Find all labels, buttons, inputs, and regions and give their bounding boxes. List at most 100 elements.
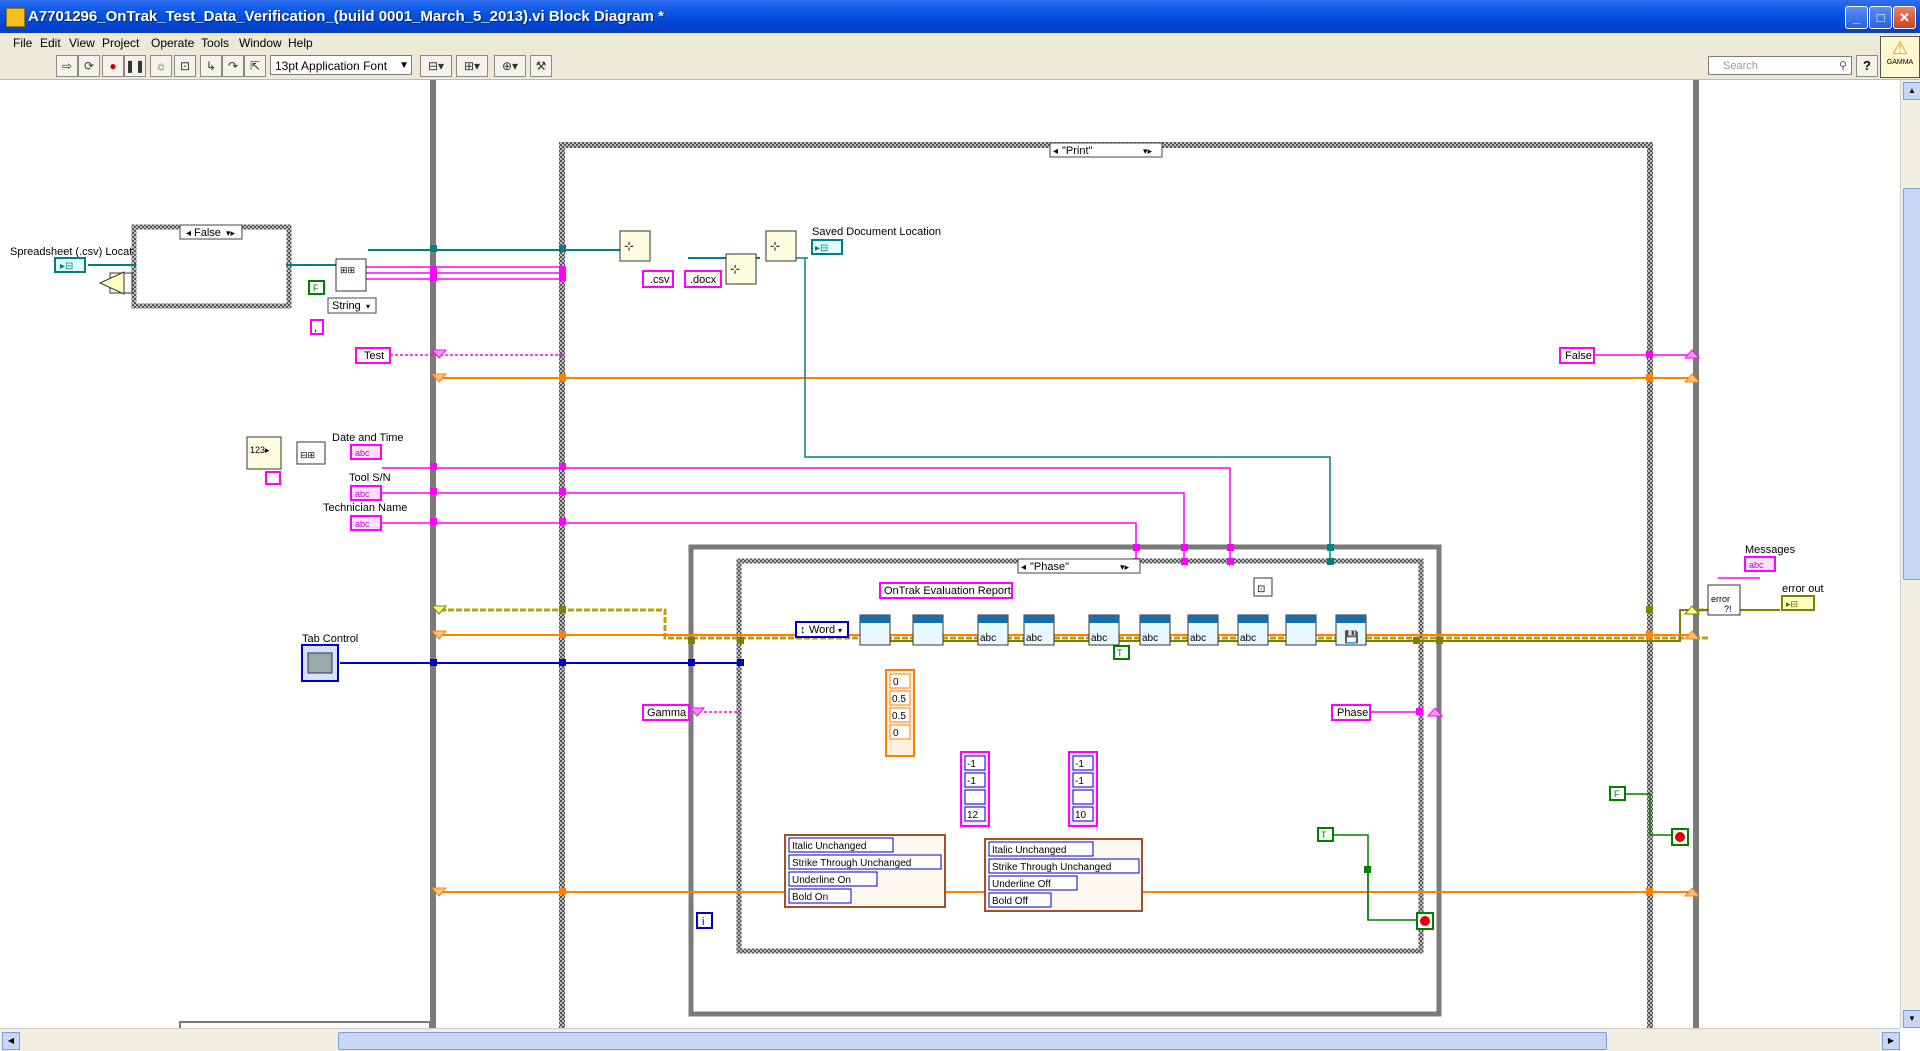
stop-icon-outer[interactable] (1671, 828, 1689, 846)
shift-registers[interactable] (430, 349, 1701, 897)
bool-false-constant-left[interactable]: F (308, 280, 325, 295)
bool-false-constant-right[interactable]: F (1609, 786, 1626, 801)
block-diagram-canvas[interactable]: ◂ False ▾▸ ◂ "Print" ▾▸ ◂ "Phase" ▾▸ Spr… (0, 80, 1900, 1028)
vi-icon-label: GAMMA (1886, 59, 1914, 66)
svg-text:▸⊟: ▸⊟ (815, 243, 828, 254)
highlight-execution-icon[interactable]: ☼ (150, 55, 172, 77)
svg-text:Word: Word (809, 624, 835, 636)
scroll-left-icon[interactable]: ◀ (2, 1032, 20, 1050)
align-objects-icon[interactable]: ⊟▾ (420, 55, 452, 77)
simple-error-handler[interactable]: error ?! (1707, 584, 1741, 616)
menu-view[interactable]: View (69, 36, 95, 50)
date-time-indicator[interactable]: abc (350, 444, 382, 460)
scroll-right-icon[interactable]: ▶ (1882, 1032, 1900, 1050)
svg-text:⊟⊞: ⊟⊞ (300, 450, 315, 460)
string-type-selector[interactable]: String ▾ (327, 297, 377, 314)
label-error-out: error out (1782, 583, 1824, 595)
format-cluster-1[interactable]: Italic Unchanged Strike Through Unchange… (784, 834, 946, 908)
menu-edit[interactable]: Edit (40, 36, 61, 50)
phase-constant[interactable]: Phase (1331, 704, 1371, 721)
case-selector-false[interactable]: ◂ False ▾▸ (179, 224, 243, 240)
string-wires-spreadsheet (350, 266, 566, 280)
menu-window[interactable]: Window (239, 36, 282, 50)
bool-true-constant-inner[interactable]: T (1113, 645, 1130, 660)
svg-text:abc: abc (1026, 633, 1042, 644)
run-arrow-icon[interactable]: ⇨ (56, 55, 78, 77)
pause-icon[interactable]: ❚❚ (124, 55, 146, 77)
search-icon: ⚲ (1838, 60, 1847, 72)
svg-text:.docx: .docx (690, 274, 717, 286)
messages-indicator[interactable]: abc (1744, 556, 1776, 572)
vertical-scrollbar[interactable]: ▲ ▼ (1900, 80, 1920, 1028)
error-out-indicator[interactable]: ▸⊟ (1781, 595, 1815, 611)
csv-constant[interactable]: .csv (642, 270, 674, 288)
minimize-button[interactable]: _ (1845, 6, 1868, 29)
search-input[interactable]: Search ⚲ (1708, 56, 1852, 75)
scroll-up-icon[interactable]: ▲ (1903, 82, 1920, 100)
font-selector[interactable]: 13pt Application Font ▼ (270, 55, 412, 75)
comma-constant[interactable]: , (310, 319, 324, 335)
step-over-icon[interactable]: ↷ (222, 55, 244, 77)
svg-text:◂: ◂ (1021, 562, 1026, 573)
svg-text:OnTrak Evaluation Report: OnTrak Evaluation Report (884, 585, 1011, 597)
saved-document-path-indicator[interactable]: ▸⊟ (811, 239, 843, 255)
path-wire-spreadsheet (88, 249, 760, 266)
svg-text:◂: ◂ (1053, 146, 1058, 157)
distribute-objects-icon[interactable]: ⊞▾ (456, 55, 488, 77)
svg-text:Test: Test (364, 350, 384, 362)
horizontal-scrollbar[interactable]: ◀ ▶ (0, 1028, 1900, 1051)
report-title-constant[interactable]: OnTrak Evaluation Report (879, 582, 1013, 599)
cleanup-diagram-icon[interactable]: ⚒ (530, 55, 552, 77)
font-array-2[interactable]: -1 -1 10 (1068, 751, 1098, 827)
report-vi-chain[interactable]: abc abc abc abc abc abc 💾 (859, 614, 1367, 646)
bool-true-constant-loop[interactable]: T (1317, 827, 1334, 842)
stop-icon-inner[interactable] (1416, 912, 1434, 930)
abort-icon[interactable]: ● (102, 55, 124, 77)
error-wire (440, 608, 1712, 640)
margins-array[interactable]: 0 0.5 0.5 0 (885, 669, 915, 757)
scroll-down-icon[interactable]: ▼ (1903, 1010, 1920, 1028)
word-enum-constant[interactable]: ↕ Word ▾ (795, 621, 849, 638)
retain-wire-values-icon[interactable]: ⊡ (174, 55, 196, 77)
gamma-constant[interactable]: Gamma (642, 704, 690, 721)
for-loop-inner[interactable] (688, 544, 1442, 1017)
while-loop-outer[interactable] (430, 80, 1699, 1028)
docx-constant[interactable]: .docx (684, 270, 722, 288)
chevron-down-icon: ▼ (399, 60, 409, 71)
svg-text:Underline Off: Underline Off (992, 879, 1051, 890)
menu-tools[interactable]: Tools (201, 36, 230, 50)
case-selector-print[interactable]: ◂ "Print" ▾▸ (1049, 142, 1163, 158)
tab-control-terminal[interactable] (301, 644, 339, 682)
function-nodes[interactable]: ⊞⊞ ⊹ ⊹ ⊹ 123▸ ⊟⊞ ⊡ (98, 230, 1273, 597)
svg-text:False: False (194, 227, 221, 239)
case-selector-phase[interactable]: ◂ "Phase" ▾▸ (1017, 558, 1141, 574)
svg-text:Italic Unchanged: Italic Unchanged (792, 841, 867, 852)
svg-text:Phase: Phase (1337, 707, 1368, 719)
false-string-constant[interactable]: False (1559, 347, 1595, 364)
svg-text:⊹: ⊹ (770, 239, 780, 253)
format-cluster-2[interactable]: Italic Unchanged Strike Through Unchange… (984, 838, 1143, 912)
svg-text:Gamma: Gamma (647, 707, 687, 719)
svg-text:Italic Unchanged: Italic Unchanged (992, 845, 1067, 856)
context-help-button[interactable]: ? (1856, 55, 1878, 77)
partial-structure-bottom (179, 1021, 431, 1028)
tool-sn-control[interactable]: abc (350, 485, 382, 501)
reorder-icon[interactable]: ⊕▾ (494, 55, 526, 77)
test-constant[interactable]: Test (355, 347, 391, 364)
maximize-button[interactable]: □ (1869, 6, 1892, 29)
step-out-icon[interactable]: ⇱ (244, 55, 266, 77)
run-continuously-icon[interactable]: ⟳ (78, 55, 100, 77)
close-button[interactable]: ✕ (1893, 6, 1916, 29)
vertical-scroll-thumb[interactable] (1903, 188, 1920, 580)
svg-text:-1: -1 (1075, 759, 1084, 770)
horizontal-scroll-thumb[interactable] (338, 1032, 1607, 1050)
spreadsheet-path-control[interactable]: ▸⊟ (54, 257, 86, 273)
menu-help[interactable]: Help (288, 36, 313, 50)
menu-project[interactable]: Project (102, 36, 140, 50)
svg-text:123▸: 123▸ (250, 445, 270, 455)
menu-file[interactable]: File (13, 36, 33, 50)
technician-name-control[interactable]: abc (350, 515, 382, 531)
font-array-1[interactable]: -1 -1 12 (960, 751, 990, 827)
step-into-icon[interactable]: ↳ (200, 55, 222, 77)
menu-operate[interactable]: Operate (151, 36, 195, 50)
